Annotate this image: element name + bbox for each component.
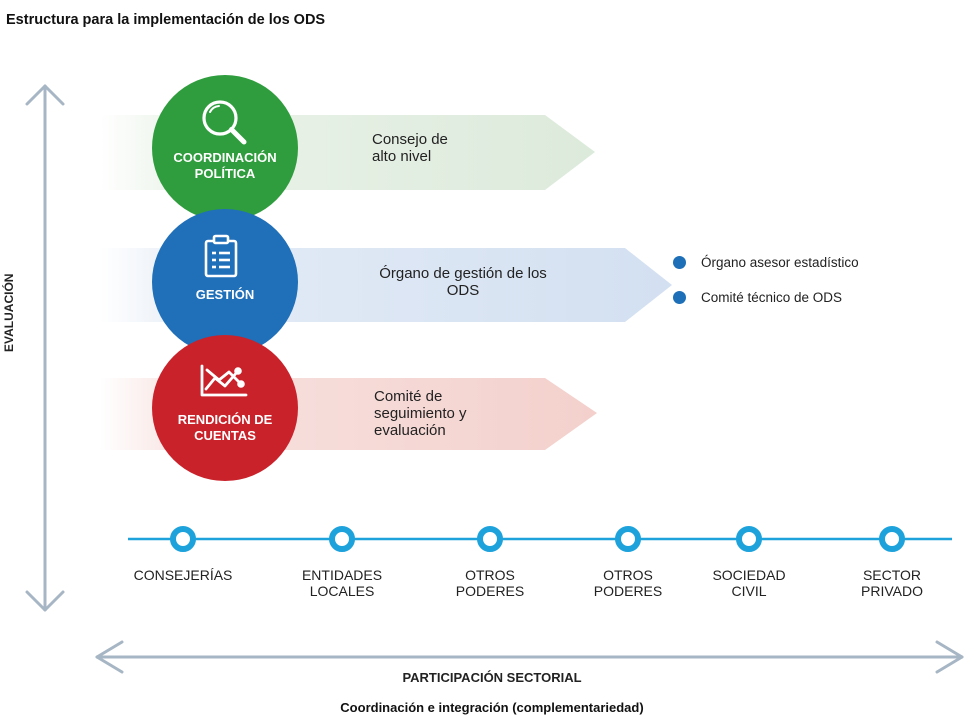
- timeline-nodes: [170, 526, 905, 552]
- bullet-dot: [673, 256, 686, 269]
- line-chart-icon: [200, 364, 248, 397]
- timeline-node: [170, 526, 196, 552]
- timeline-node: [477, 526, 503, 552]
- accountability-label: RENDICIÓN DE CUENTAS: [177, 412, 273, 443]
- coordination-label: COORDINACIÓN POLÍTICA: [173, 150, 277, 181]
- footer-caption: Coordinación e integración (complementar…: [0, 700, 966, 715]
- timeline-node: [879, 526, 905, 552]
- management-circle: [152, 209, 298, 355]
- clipboard-list-icon: [204, 234, 238, 278]
- timeline-label-otros-poderes-1: OTROS PODERES: [455, 567, 525, 599]
- horizontal-axis-label-text: PARTICIPACIÓN SECTORIAL: [402, 670, 582, 685]
- coordination-arrow-text: Consejo de alto nivel: [372, 131, 448, 165]
- vertical-axis-label: EVALUACIÓN: [2, 273, 16, 352]
- accountability-circle: [152, 335, 298, 481]
- timeline-node: [329, 526, 355, 552]
- footer-caption-text: Coordinación e integración (complementar…: [340, 700, 644, 715]
- timeline-label-otros-poderes-2: OTROS PODERES: [593, 567, 663, 599]
- timeline-label-entidades-locales: ENTIDADES LOCALES: [301, 567, 383, 599]
- timeline-node: [736, 526, 762, 552]
- side-item-statistical-advisor: Órgano asesor estadístico: [701, 255, 859, 270]
- timeline-label-consejerias: CONSEJERÍAS: [133, 567, 233, 583]
- horizontal-axis-label: PARTICIPACIÓN SECTORIAL: [0, 670, 966, 685]
- page-title: Estructura para la implementación de los…: [6, 12, 326, 28]
- management-arrow-text: Órgano de gestión de los ODS: [379, 265, 547, 299]
- magnifier-icon: [202, 100, 247, 145]
- management-label: GESTIÓN: [195, 287, 255, 302]
- side-item-technical-committee: Comité técnico de ODS: [701, 290, 843, 305]
- accountability-arrow-text: Comité de seguimiento y evaluación: [374, 388, 467, 439]
- timeline-node: [615, 526, 641, 552]
- coordination-circle: [152, 75, 298, 221]
- bullet-dot: [673, 291, 686, 304]
- timeline-label-sociedad-civil: SOCIEDAD CIVIL: [712, 567, 786, 599]
- vertical-axis-arrow: [25, 84, 65, 612]
- horizontal-axis-arrow: [95, 640, 964, 674]
- timeline-label-sector-privado: SECTOR PRIVADO: [861, 567, 923, 599]
